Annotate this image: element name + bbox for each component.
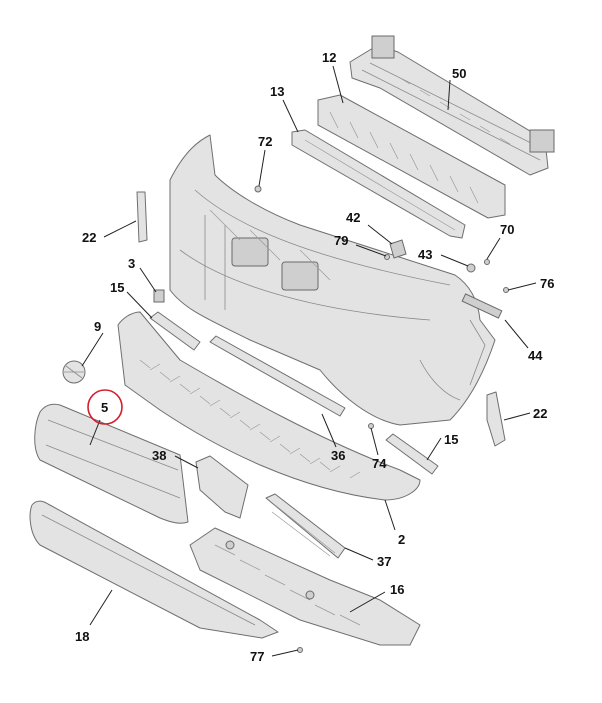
part-42-bracket <box>389 239 407 259</box>
part-70-clip <box>484 259 490 265</box>
part-50-reinforcement-beam <box>349 35 555 176</box>
part-18-lower-trim <box>29 500 279 639</box>
callout-50: 50 <box>452 66 466 81</box>
callout-15-left: 15 <box>110 280 124 295</box>
part-15-trim-right <box>385 433 439 475</box>
part-22-bracket-left <box>136 191 148 243</box>
part-77-screw <box>297 647 303 653</box>
callout-70: 70 <box>500 222 514 237</box>
part-15-trim-left <box>149 311 201 351</box>
callout-2: 2 <box>398 532 405 547</box>
part-12-upper-absorber <box>317 94 506 219</box>
callout-22-right: 22 <box>533 406 547 421</box>
part-36-trim <box>209 335 346 417</box>
callout-38: 38 <box>152 448 166 463</box>
callout-22-left: 22 <box>82 230 96 245</box>
callout-9: 9 <box>94 319 101 334</box>
callout-13: 13 <box>270 84 284 99</box>
part-43-clip <box>466 263 476 273</box>
part-74-screw <box>368 423 374 429</box>
callout-74: 74 <box>372 456 387 471</box>
leader-lines <box>81 65 537 657</box>
callout-43: 43 <box>418 247 432 262</box>
callout-16: 16 <box>390 582 404 597</box>
callout-12: 12 <box>322 50 336 65</box>
part-72-screw <box>254 185 262 193</box>
callout-79: 79 <box>334 233 348 248</box>
callout-5: 5 <box>101 400 108 415</box>
part-38-bracket <box>195 455 249 519</box>
part-22-bracket-right <box>486 391 506 447</box>
part-13-upper-strip <box>291 129 466 239</box>
part-9-emblem <box>62 360 86 384</box>
part-16-undertray <box>189 527 421 646</box>
part-front-bumper-shell <box>169 134 496 426</box>
part-3-clip <box>153 289 165 303</box>
part-37-grille-insert <box>265 493 346 559</box>
callout-3: 3 <box>128 256 135 271</box>
fasteners <box>153 185 509 653</box>
callout-18: 18 <box>75 629 89 644</box>
callout-42: 42 <box>346 210 360 225</box>
part-2-lower-bumper <box>117 311 421 501</box>
callout-72: 72 <box>258 134 272 149</box>
callout-76: 76 <box>540 276 554 291</box>
callout-37: 37 <box>377 554 391 569</box>
callout-labels: 12 50 13 72 42 79 70 43 22 3 15 76 9 44 … <box>75 50 554 664</box>
callout-77: 77 <box>250 649 264 664</box>
part-44-bracket <box>461 293 503 319</box>
part-76-screw <box>503 287 509 293</box>
callout-36: 36 <box>331 448 345 463</box>
part-5-grille-strip <box>34 403 189 524</box>
callout-44: 44 <box>528 348 543 363</box>
callout-15-right: 15 <box>444 432 458 447</box>
highlight-circle <box>87 389 123 425</box>
